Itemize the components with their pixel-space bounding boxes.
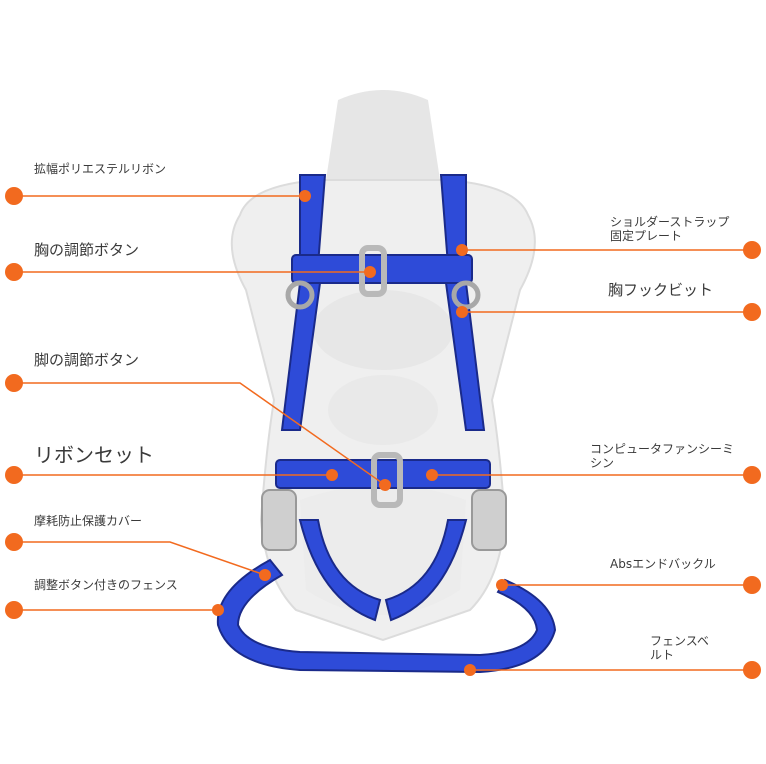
label-wear-cover: 摩耗防止保護カバー	[34, 514, 143, 528]
mannequin-abdomen-shade	[328, 375, 438, 445]
chest-buckle	[359, 245, 387, 297]
callout-chest-adjust-end-dot	[364, 266, 376, 278]
callout-computer-fence-end-dot	[426, 469, 438, 481]
callout-ribbon-set-dot	[5, 466, 23, 484]
mannequin-neck	[326, 90, 440, 180]
callout-leg-adjust-line	[14, 382, 386, 486]
label-fence-belt: フェンスベルト	[650, 634, 709, 662]
callout-abs-buckle-end-dot	[496, 579, 508, 591]
left-carabiner	[261, 489, 297, 551]
callout-fence-belt-dot	[743, 661, 761, 679]
left-side-strap	[280, 282, 322, 431]
label-abs-buckle: Absエンドバックル	[610, 557, 716, 571]
label-leg-adjust: 脚の調節ボタン	[34, 351, 140, 369]
callout-chest-adjust-dot	[5, 263, 23, 281]
callout-computer-fence-dot	[743, 466, 761, 484]
fence-belt-strap	[216, 558, 557, 674]
callout-fence-adjust-dot	[5, 601, 23, 619]
callout-shoulder-plate-dot	[743, 241, 761, 259]
left-d-ring	[285, 280, 315, 310]
label-shoulder-plate: ショルダーストラップ固定プレート	[610, 215, 730, 243]
callouts	[5, 187, 761, 679]
harness	[216, 174, 557, 674]
callout-ribbon-wide-end-dot	[299, 190, 311, 202]
callout-fence-belt-end-dot	[464, 664, 476, 676]
callout-abs-buckle-dot	[743, 576, 761, 594]
callout-chest-hook-dot	[743, 303, 761, 321]
callout-leg-adjust-dot	[5, 374, 23, 392]
callout-wear-cover-end-dot	[259, 569, 271, 581]
left-leg-loop	[298, 519, 382, 622]
right-leg-loop	[384, 519, 468, 622]
waist-buckle	[371, 452, 403, 508]
label-computer-fence: コンピュータファンシーミシン	[590, 442, 735, 470]
right-carabiner	[471, 489, 507, 551]
mannequin	[230, 90, 536, 642]
callout-fence-adjust-end-dot	[212, 604, 224, 616]
callout-wear-cover-dot	[5, 533, 23, 551]
callout-chest-hook-end-dot	[456, 306, 468, 318]
callout-leg-adjust-end-dot	[379, 479, 391, 491]
label-chest-hook: 胸フックビット	[608, 281, 714, 299]
label-ribbon-wide: 拡幅ポリエステルリボン	[34, 162, 167, 176]
label-chest-adjust: 胸の調節ボタン	[34, 241, 140, 259]
mannequin-chest-shade	[313, 290, 453, 370]
callout-wear-cover-line	[14, 541, 266, 576]
callout-ribbon-wide-dot	[5, 187, 23, 205]
label-fence-adjust: 調整ボタン付きのフェンス	[34, 578, 178, 592]
callout-ribbon-set-end-dot	[326, 469, 338, 481]
label-ribbon-set: リボンセット	[34, 443, 154, 467]
right-d-ring	[451, 280, 481, 310]
callout-shoulder-plate-end-dot	[456, 244, 468, 256]
